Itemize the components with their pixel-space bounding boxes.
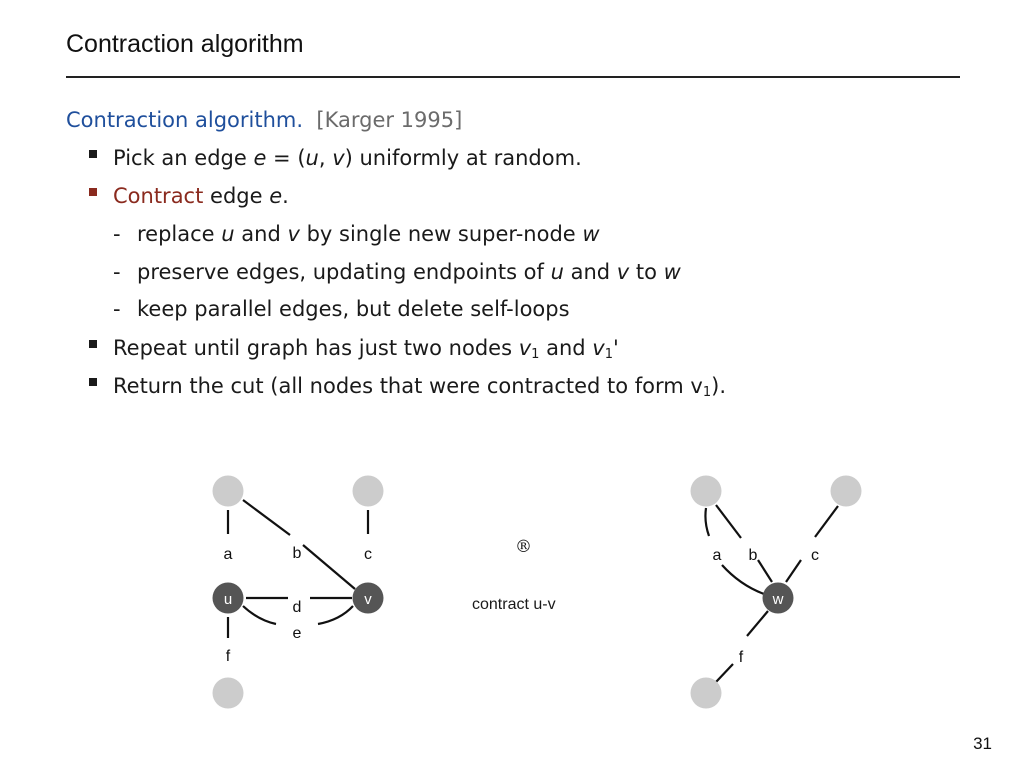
text: replace	[137, 222, 222, 246]
node-w-label: w	[772, 591, 784, 608]
text: edge	[203, 184, 270, 208]
title-divider	[66, 76, 960, 78]
var-u: u	[221, 222, 235, 246]
intro-citation: [Karger 1995]	[316, 108, 463, 132]
edge-label-b-right: b	[749, 547, 758, 564]
text: ,	[318, 146, 333, 170]
subbullet-preserve: preserve edges, updating endpoints of u …	[137, 259, 681, 285]
text: preserve edges, updating endpoints of	[137, 260, 551, 284]
edge-label-a-right: a	[713, 547, 722, 564]
bullet-contract: Contract edge e.	[113, 183, 289, 209]
var-w: w	[582, 222, 600, 246]
text: and	[563, 260, 617, 284]
edge-f-lower	[715, 663, 734, 683]
edge-c-upper	[814, 505, 839, 538]
node-top-right-right-graph	[830, 475, 862, 507]
edge-label-f: f	[226, 648, 231, 665]
edge-label-d: d	[293, 599, 302, 616]
sub-dash: -	[113, 297, 121, 321]
page-number: 31	[973, 734, 992, 753]
node-w	[762, 582, 794, 614]
edge-label-f-right: f	[739, 649, 744, 666]
edge-c-lower	[785, 559, 802, 583]
node-bottom-left	[212, 677, 244, 709]
right-graph-edges	[704, 504, 839, 683]
text: .	[282, 184, 289, 208]
edge-f-upper	[746, 610, 769, 637]
bullet-return: Return the cut (all nodes that were cont…	[113, 373, 726, 399]
subscript: 1	[604, 347, 613, 362]
text: to	[629, 260, 664, 284]
var-v: v	[616, 260, 630, 284]
edge-e-left	[242, 605, 277, 626]
intro-line: Contraction algorithm. [Karger 1995]	[66, 107, 462, 133]
bullet-marker	[89, 378, 97, 386]
var-e: e	[253, 146, 267, 170]
text: Pick an edge	[113, 146, 254, 170]
text: '	[612, 336, 619, 360]
left-graph-edges	[226, 499, 370, 638]
edge-label-b: b	[293, 545, 302, 562]
text: and	[539, 336, 593, 360]
edge-label-a: a	[224, 546, 233, 563]
var-e: e	[269, 184, 283, 208]
text: Return the cut (all nodes that were cont…	[113, 374, 703, 398]
slide-title: Contraction algorithm	[66, 30, 304, 58]
node-top-right	[352, 475, 384, 507]
var-u: u	[550, 260, 564, 284]
bullet-marker	[89, 340, 97, 348]
node-u	[212, 582, 244, 614]
text: and	[234, 222, 288, 246]
var-v: v	[518, 336, 532, 360]
node-top-left-right-graph	[690, 475, 722, 507]
node-u-label: u	[224, 591, 232, 608]
edge-label-e: e	[293, 625, 302, 642]
edge-b-lower	[757, 559, 773, 583]
edge-a-upper	[704, 507, 711, 537]
text: = (	[266, 146, 306, 170]
node-v	[352, 582, 384, 614]
var-v: v	[287, 222, 300, 246]
subscript: 1	[702, 385, 712, 400]
subbullet-replace: replace u and v by single new super-node…	[137, 221, 600, 247]
text: ).	[711, 374, 727, 398]
node-bottom-right-graph	[690, 677, 722, 709]
edge-b-upper	[715, 504, 742, 539]
intro-label: Contraction algorithm.	[66, 108, 304, 132]
var-u: u	[305, 146, 319, 170]
arrow-icon: ®	[515, 537, 532, 557]
edge-label-c-right: c	[811, 547, 819, 564]
subscript: 1	[531, 347, 540, 362]
bullet-marker	[89, 150, 97, 158]
bullet-pick-edge: Pick an edge e = (u, v) uniformly at ran…	[113, 145, 582, 171]
text: ) uniformly at random.	[344, 146, 582, 170]
contract-caption: contract u-v	[472, 596, 556, 613]
edge-b-lower	[302, 544, 356, 590]
bullet-repeat: Repeat until graph has just two nodes v1…	[113, 335, 619, 361]
contract-word: Contract	[113, 184, 204, 208]
node-top-left	[212, 475, 244, 507]
sub-dash: -	[113, 222, 121, 246]
edge-label-c: c	[364, 546, 372, 563]
node-v-label: v	[364, 591, 372, 608]
edge-e-right	[317, 605, 354, 626]
text: Repeat until graph has just two nodes	[113, 336, 519, 360]
var-w: w	[663, 260, 681, 284]
edge-b-upper	[242, 499, 291, 536]
text: by single new super-node	[299, 222, 583, 246]
edge-a-lower	[721, 564, 765, 596]
text: keep parallel edges, but delete self-loo…	[137, 297, 570, 321]
var-v: v	[332, 146, 345, 170]
var-v: v	[592, 336, 605, 360]
sub-dash: -	[113, 260, 121, 284]
bullet-marker	[89, 188, 97, 196]
subbullet-keep: keep parallel edges, but delete self-loo…	[137, 296, 570, 322]
